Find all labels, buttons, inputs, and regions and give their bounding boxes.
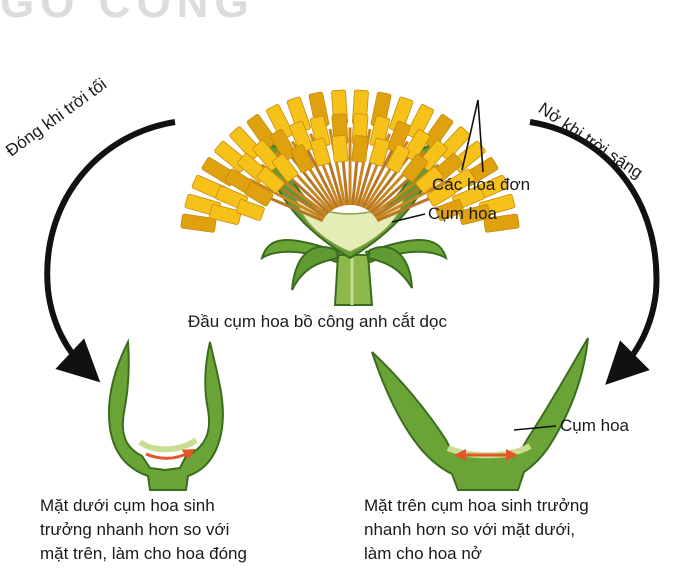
open-head <box>372 338 588 490</box>
single-flowers-label: Các hoa đơn <box>432 174 530 196</box>
inflorescence-right-label: Cụm hoa <box>560 415 629 437</box>
close-arrow <box>47 122 175 368</box>
leader-single-flowers-2 <box>478 100 483 172</box>
closed-growth-arrow <box>146 452 190 458</box>
closed-caption: Mặt dưới cụm hoa sinh trưởng nhanh hơn s… <box>40 494 247 566</box>
inflorescence-top-label: Cụm hoa <box>428 203 497 225</box>
closed-head-shape <box>109 342 223 490</box>
ray-petal <box>332 135 348 162</box>
open-caption: Mặt trên cụm hoa sinh trưởng nhanh hơn s… <box>364 494 589 566</box>
open-head-shape <box>372 338 588 490</box>
closed-head <box>109 342 223 490</box>
head-caption: Đầu cụm hoa bồ công anh cắt dọc <box>188 311 447 333</box>
ray-petal <box>352 135 368 162</box>
flower-head-section <box>181 90 520 305</box>
